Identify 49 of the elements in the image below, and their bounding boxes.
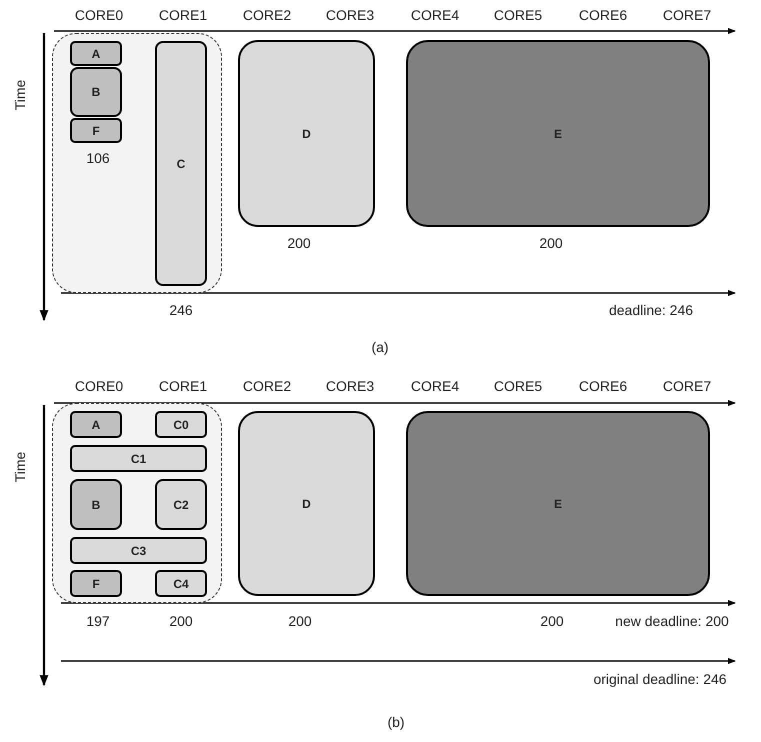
core-label: CORE6 (578, 378, 628, 394)
core-label: CORE1 (158, 7, 208, 23)
task-group-box (52, 403, 222, 603)
time-value: 197 (86, 613, 110, 629)
core-label: CORE5 (494, 378, 542, 394)
task-block: E (406, 411, 710, 596)
core-label: CORE4 (410, 7, 460, 23)
task-block: C1 (70, 445, 207, 472)
task-block: C2 (155, 479, 207, 530)
task-group-box (52, 33, 222, 293)
axis-label: Time (12, 80, 28, 110)
task-block: E (406, 40, 710, 227)
core-label: CORE3 (326, 378, 374, 394)
core-label: CORE0 (74, 378, 124, 394)
time-value: 200 (288, 613, 312, 629)
core-label: CORE0 (74, 7, 124, 23)
task-block: C (155, 41, 207, 286)
task-block: A (70, 41, 122, 66)
task-block: D (238, 40, 375, 227)
task-block: C0 (155, 411, 207, 438)
axis-label: Time (12, 452, 28, 482)
core-label: CORE5 (494, 7, 542, 23)
time-value: 246 (169, 302, 193, 318)
core-label: CORE7 (662, 7, 712, 23)
core-label: CORE1 (158, 378, 208, 394)
core-label: CORE2 (242, 378, 292, 394)
panel-caption: (b) (387, 714, 405, 730)
time-value: 200 (539, 235, 563, 251)
time-value: 200 (540, 613, 564, 629)
core-label: CORE6 (578, 7, 628, 23)
time-value: 200 (287, 235, 311, 251)
core-label: CORE2 (242, 7, 292, 23)
time-value: 200 (169, 613, 193, 629)
time-value: 106 (86, 150, 110, 166)
task-block: B (70, 479, 122, 530)
task-block: C3 (70, 537, 207, 564)
task-block: F (70, 118, 122, 143)
task-block: C4 (155, 570, 207, 597)
task-block: D (238, 411, 375, 596)
task-block: B (70, 67, 122, 117)
core-label: CORE3 (326, 7, 374, 23)
core-label: CORE7 (662, 378, 712, 394)
core-label: CORE4 (410, 378, 460, 394)
deadline-label: original deadline: 246 (593, 671, 727, 687)
panel-caption: (a) (371, 339, 389, 355)
deadline-label: new deadline: 200 (615, 613, 729, 629)
task-block: F (70, 570, 122, 597)
task-block: A (70, 411, 122, 438)
deadline-label: deadline: 246 (608, 302, 694, 318)
